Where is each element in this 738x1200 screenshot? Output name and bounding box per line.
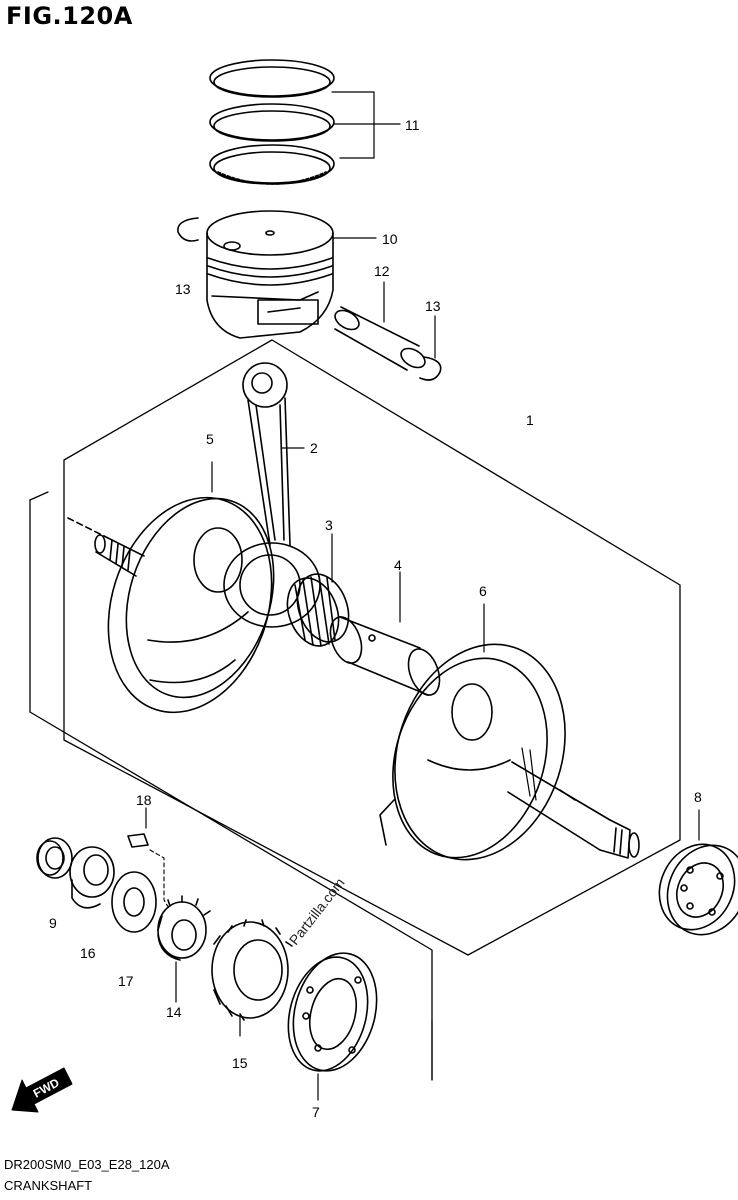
callout-13-right: 13 [425, 298, 441, 314]
figure-name: CRANKSHAFT [4, 1178, 93, 1193]
callout-7: 7 [312, 1104, 320, 1120]
callout-1: 1 [526, 412, 534, 428]
piston-rings [209, 59, 335, 185]
crankshaft-left-end [67, 517, 145, 577]
figure-code: DR200SM0_E03_E28_120A [4, 1157, 170, 1172]
callout-17: 17 [118, 973, 134, 989]
callout-6: 6 [479, 583, 487, 599]
callout-13-left: 13 [175, 281, 191, 297]
washer [111, 871, 157, 933]
oil-seal [36, 837, 73, 879]
callout-12: 12 [374, 263, 390, 279]
callout-18: 18 [136, 792, 152, 808]
key [127, 833, 171, 911]
fwd-direction-icon: FWD [11, 1067, 73, 1113]
watermark: Partzilla.com [286, 875, 348, 948]
callout-10: 10 [382, 231, 398, 247]
circlip-left [177, 217, 199, 242]
assembly-outline-front-top [29, 491, 49, 501]
circlip-right [419, 356, 442, 381]
callout-16: 16 [80, 945, 96, 961]
callout-5: 5 [206, 431, 214, 447]
needle-bearing [286, 573, 350, 647]
primary-drive-gear [211, 919, 293, 1021]
figure-title: FIG.120A [6, 2, 133, 30]
callout-labels: 1 2 3 4 5 6 7 8 9 10 11 12 13 13 14 15 1… [49, 117, 702, 1120]
callout-3: 3 [325, 517, 333, 533]
piston [206, 210, 334, 339]
callout-2: 2 [310, 440, 318, 456]
crank-web-left [107, 496, 275, 714]
spacer [69, 846, 115, 909]
callout-14: 14 [166, 1004, 182, 1020]
piston-pin [334, 306, 426, 371]
crank-pin [329, 616, 441, 696]
ball-bearing-left [287, 952, 378, 1072]
leader-lines [145, 91, 700, 1101]
crankshaft-right-end [507, 747, 640, 859]
assembly-outline [63, 339, 681, 956]
callout-11: 11 [405, 117, 420, 133]
assembly-outline-front [29, 499, 433, 1081]
callout-15: 15 [232, 1055, 248, 1071]
crank-web-right [379, 643, 566, 861]
callout-8: 8 [694, 789, 702, 805]
ball-bearing-right [658, 843, 738, 936]
callout-9: 9 [49, 915, 57, 931]
callout-4: 4 [394, 557, 402, 573]
timing-gear [157, 895, 211, 961]
